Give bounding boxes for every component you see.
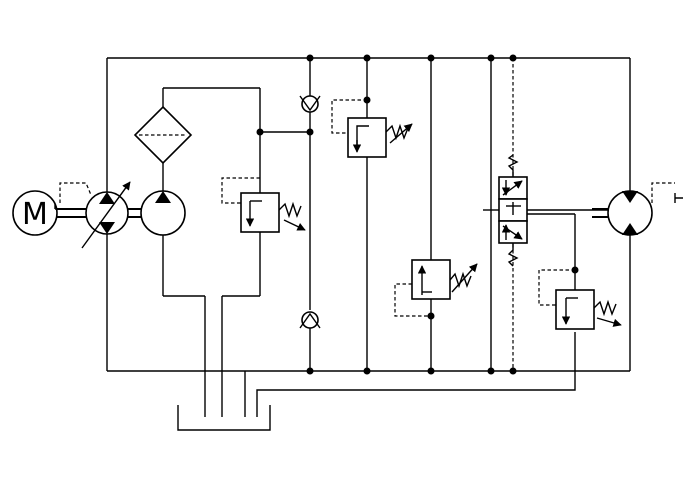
relief-valve-2 [331, 54, 413, 375]
tank [177, 332, 576, 431]
check-valves [299, 54, 321, 375]
relief-valve-4 [538, 269, 622, 330]
filter [133, 87, 310, 417]
fixed-displacement-pump [140, 190, 206, 417]
relief-valve-3 [394, 54, 478, 375]
hydraulic-motor [592, 182, 683, 236]
directional-control-valve [483, 54, 608, 375]
pump-shaft-coupling [128, 208, 141, 218]
variable-displacement-pump [54, 181, 131, 249]
relief-valve-1 [221, 177, 306, 233]
electric-motor: M [12, 190, 86, 236]
motor-label: M [22, 197, 48, 232]
